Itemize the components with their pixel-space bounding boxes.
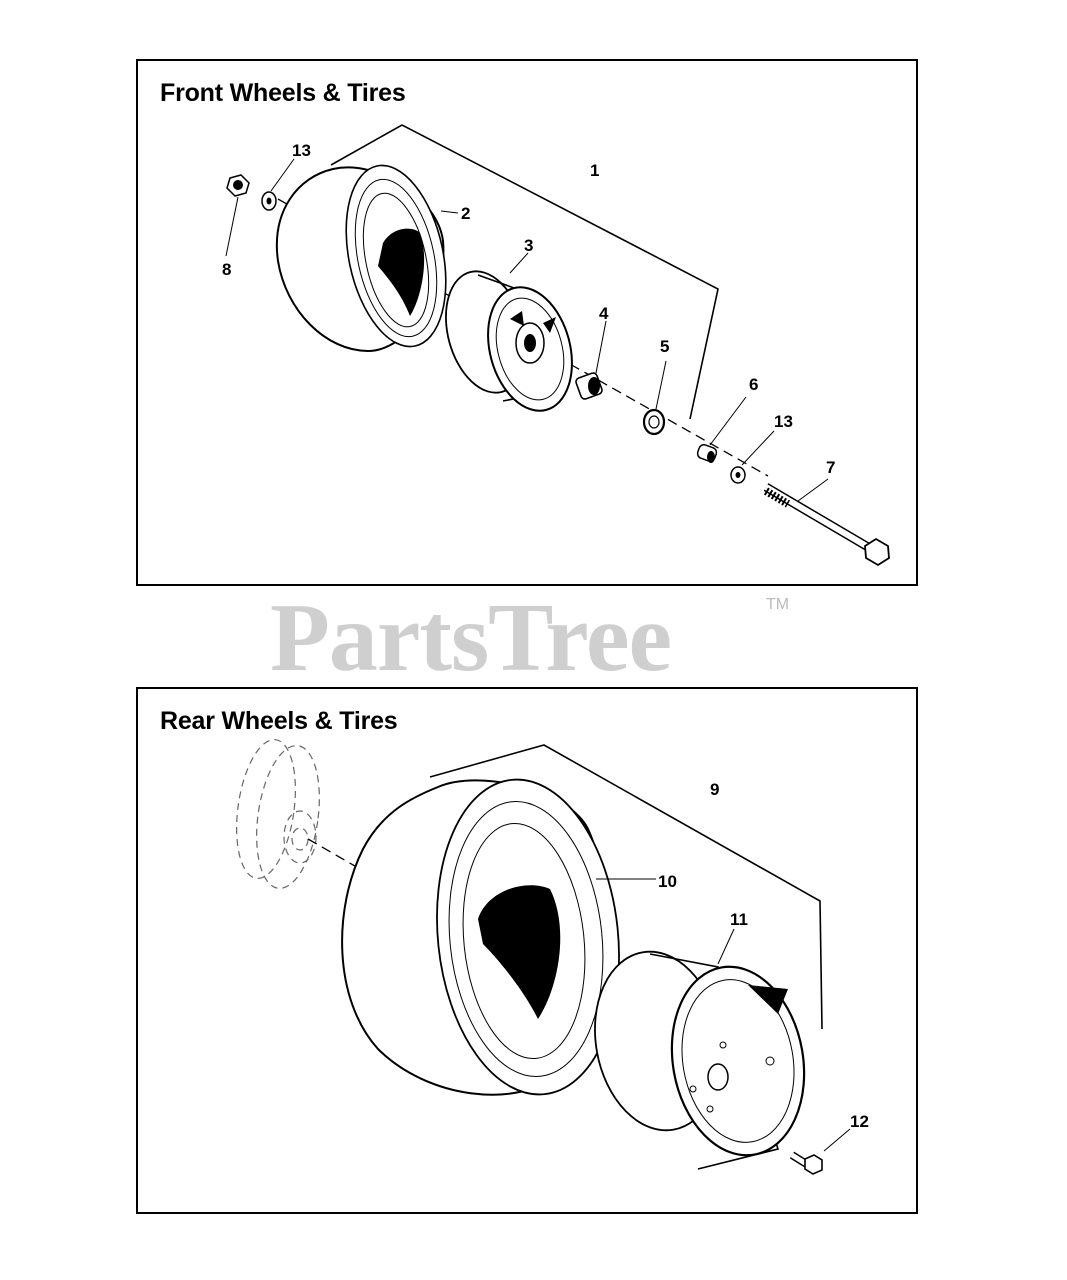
washer-part-13-left: [261, 191, 277, 211]
callout-bracket-9: [429, 744, 823, 1030]
front-panel-title: Front Wheels & Tires: [160, 79, 406, 107]
rim-part-11: [594, 950, 806, 1170]
tire-part-10: [341, 778, 620, 1096]
front-wheels-panel: Front Wheels & Tires: [136, 59, 918, 586]
callout-11: 11: [730, 910, 748, 929]
callout-13-right: 13: [774, 412, 793, 431]
tire-part-2: [275, 164, 447, 353]
bushing-part-6: [696, 444, 718, 463]
watermark-trademark: TM: [766, 596, 790, 613]
spacer-part-5: [642, 408, 666, 436]
callout-8: 8: [222, 260, 231, 279]
leader-2: [440, 210, 459, 214]
callout-9: 9: [710, 780, 719, 799]
rear-panel-title: Rear Wheels & Tires: [160, 707, 398, 735]
leader-5: [655, 360, 667, 410]
rear-wheels-panel: Rear Wheels & Tires: [136, 687, 918, 1214]
leader-3: [509, 252, 529, 274]
leader-6: [709, 396, 747, 446]
rim-part-3: [445, 270, 573, 412]
washer-part-13-right: [730, 466, 746, 484]
leader-7: [797, 478, 829, 502]
rear-wheel-diagram: 9 10 11 12: [236, 738, 869, 1175]
leader-8: [225, 196, 239, 257]
callout-bracket-1: [330, 124, 719, 420]
watermark-logo: PartsTree: [270, 584, 672, 692]
callout-7: 7: [826, 458, 835, 477]
callout-2: 2: [461, 204, 470, 223]
callout-5: 5: [660, 337, 669, 356]
callout-3: 3: [524, 236, 533, 255]
callout-10: 10: [658, 872, 677, 891]
callout-1: 1: [590, 161, 599, 180]
leader-12: [823, 1128, 851, 1152]
callout-13-left: 13: [292, 141, 311, 160]
leader-13-right: [741, 430, 775, 466]
nut-part-8: [226, 174, 250, 197]
callout-4: 4: [599, 304, 609, 323]
bearing-part-4: [575, 372, 603, 400]
hub-ghost: [236, 738, 320, 890]
front-wheel-diagram: 8 13 1 2 3 4 5 6 13 7: [222, 124, 890, 567]
callout-6: 6: [749, 375, 758, 394]
callout-12: 12: [850, 1112, 869, 1131]
leader-4: [595, 320, 607, 374]
leader-13-left: [270, 158, 295, 192]
bolt-part-12: [789, 1151, 823, 1175]
bolt-part-7: [763, 483, 890, 567]
leader-11: [717, 928, 735, 965]
